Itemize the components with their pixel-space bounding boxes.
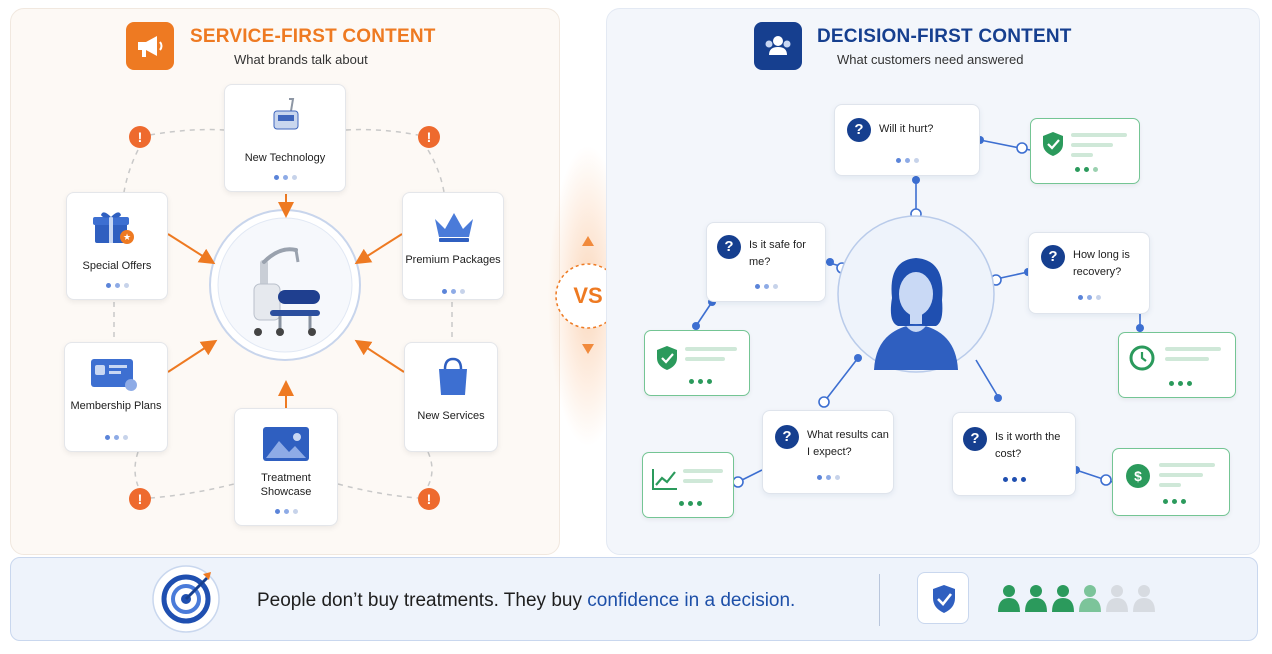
right-title: DECISION-FIRST CONTENT <box>817 26 1072 47</box>
question-icon: ? <box>1041 245 1065 269</box>
shield-check-icon <box>657 346 677 370</box>
treatment-device-illustration <box>253 247 320 336</box>
customer-avatar-illustration <box>874 258 958 370</box>
answer-card[interactable] <box>1118 332 1236 398</box>
person-filled-icon <box>1025 585 1047 612</box>
question-icon: ? <box>847 118 871 142</box>
pagination-dots <box>235 509 337 514</box>
card-membership-plans[interactable]: Membership Plans <box>64 342 168 452</box>
growth-chart-icon <box>652 469 677 490</box>
shopping-bag-icon <box>439 357 467 395</box>
card-special-offers[interactable]: ★ Special Offers <box>66 192 168 300</box>
question-icon: ? <box>963 427 987 451</box>
question-card-pain[interactable]: ? Will it hurt? <box>834 104 980 176</box>
clock-icon <box>1129 345 1155 371</box>
tagline-highlight: confidence in a decision. <box>587 590 796 611</box>
tagline: People don’t buy treatments. They buy co… <box>257 590 795 612</box>
trust-badge <box>917 572 969 624</box>
pagination-dots <box>687 379 749 384</box>
warning-icon: ! <box>129 488 151 510</box>
pagination-dots <box>1029 295 1149 300</box>
pagination-dots <box>677 501 733 506</box>
person-filled-icon <box>1079 585 1101 612</box>
card-label: New Services <box>417 410 485 422</box>
person-filled-icon <box>998 585 1020 612</box>
gift-icon: ★ <box>93 212 134 244</box>
answer-card[interactable] <box>644 330 750 396</box>
people-icon <box>754 22 802 70</box>
question-card-safety[interactable]: ? Is it safe for me? <box>706 222 826 302</box>
answer-card[interactable]: $ <box>1112 448 1230 516</box>
question-text: How long is recovery? <box>1073 249 1130 278</box>
question-text: What results can I expect? <box>807 429 889 458</box>
person-empty-icon <box>1133 585 1155 612</box>
card-new-technology[interactable]: New Technology <box>224 84 346 192</box>
dollar-icon: $ <box>1126 464 1150 488</box>
pagination-dots <box>225 175 345 180</box>
shield-check-icon <box>933 585 955 613</box>
svg-text:$: $ <box>1134 468 1142 484</box>
answer-card[interactable] <box>642 452 734 518</box>
pagination-dots <box>835 158 979 163</box>
target-icon <box>152 565 220 633</box>
pagination-dots <box>67 283 167 288</box>
card-label: Treatment Showcase <box>260 472 312 498</box>
card-label: Membership Plans <box>70 400 162 412</box>
right-subtitle: What customers need answered <box>837 52 1024 67</box>
question-text: Is it safe for me? <box>749 239 806 268</box>
answer-card[interactable] <box>1030 118 1140 184</box>
pagination-dots <box>1073 167 1139 172</box>
divider <box>879 574 880 626</box>
pagination-dots <box>707 284 825 289</box>
question-icon: ? <box>775 425 799 449</box>
bottom-banner: People don’t buy treatments. They buy co… <box>10 557 1258 641</box>
svg-text:★: ★ <box>123 233 131 243</box>
megaphone-icon <box>126 22 174 70</box>
pagination-dots <box>953 477 1075 482</box>
card-new-services[interactable]: New Services <box>404 342 498 452</box>
crown-icon <box>435 213 473 242</box>
shield-check-icon <box>1043 132 1063 156</box>
question-card-cost[interactable]: ? Is it worth the cost? <box>952 412 1076 496</box>
card-treatment-showcase[interactable]: Treatment Showcase <box>234 408 338 526</box>
laser-machine-icon <box>273 98 299 130</box>
warning-icon: ! <box>418 488 440 510</box>
person-empty-icon <box>1106 585 1128 612</box>
left-title: SERVICE-FIRST CONTENT <box>190 26 436 47</box>
pagination-dots <box>763 475 893 480</box>
image-gallery-icon <box>263 427 309 461</box>
tagline-text: People don’t buy treatments. They buy <box>257 590 588 611</box>
warning-icon: ! <box>418 126 440 148</box>
question-card-results[interactable]: ? What results can I expect? <box>762 410 894 494</box>
card-label: New Technology <box>244 152 326 164</box>
left-subtitle: What brands talk about <box>234 52 368 67</box>
pagination-dots <box>65 435 167 440</box>
pagination-dots <box>1161 499 1229 504</box>
pagination-dots <box>403 289 503 294</box>
warning-icon: ! <box>129 126 151 148</box>
vs-label: VS <box>573 283 603 308</box>
people-rating <box>998 585 1155 612</box>
membership-card-icon <box>91 359 137 391</box>
card-premium-packages[interactable]: Premium Packages <box>402 192 504 300</box>
question-card-recovery[interactable]: ? How long is recovery? <box>1028 232 1150 314</box>
question-icon: ? <box>717 235 741 259</box>
person-filled-icon <box>1052 585 1074 612</box>
pagination-dots <box>1167 381 1235 386</box>
question-text: Is it worth the cost? <box>995 431 1061 460</box>
card-label: Premium Packages <box>405 254 501 266</box>
question-text: Will it hurt? <box>879 123 934 135</box>
card-label: Special Offers <box>82 260 152 272</box>
